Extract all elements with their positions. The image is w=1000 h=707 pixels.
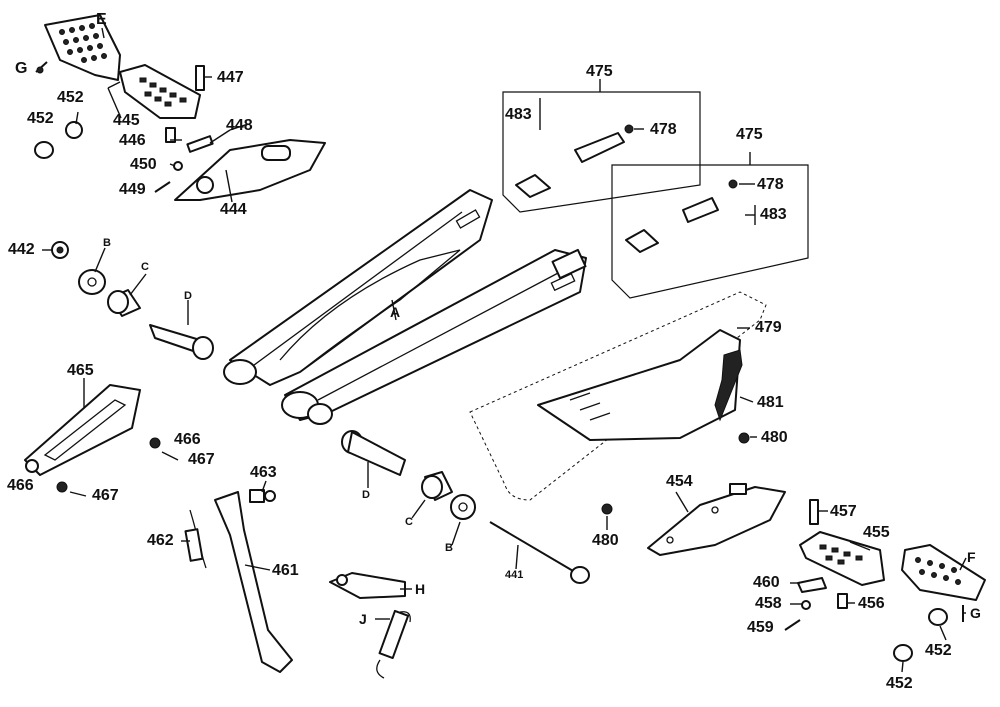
callout-G-left: G	[15, 60, 28, 77]
callout-481: 481	[757, 394, 784, 411]
callout-454: 454	[666, 473, 693, 490]
callout-445: 445	[113, 112, 140, 129]
callout-466-a: 466	[174, 431, 201, 448]
callout-467-b: 467	[92, 487, 119, 504]
callout-463: 463	[250, 464, 277, 481]
callout-442: 442	[8, 241, 35, 258]
callout-480-bottom: 480	[592, 532, 619, 549]
callout-E: E	[96, 11, 107, 28]
callout-461: 461	[272, 562, 299, 579]
callout-J: J	[359, 611, 367, 627]
side-stand-drawing	[184, 489, 293, 673]
callout-C-mid: C	[405, 516, 413, 528]
right-footrest-drawing	[784, 499, 986, 662]
callout-457: 457	[830, 503, 857, 520]
center-pivot-hardware-drawing	[341, 430, 590, 584]
callout-465: 465	[67, 362, 94, 379]
callout-455: 455	[863, 524, 890, 541]
callout-B-left: B	[103, 237, 111, 249]
callout-478-a: 478	[650, 121, 677, 138]
callout-450: 450	[130, 156, 157, 173]
callout-G-right: G	[970, 605, 981, 621]
leader-lines	[42, 27, 967, 673]
callout-483-b: 483	[760, 206, 787, 223]
callout-466-b: 466	[7, 477, 34, 494]
callout-475-a: 475	[586, 63, 613, 80]
callout-452-d: 452	[886, 675, 913, 692]
callout-458: 458	[755, 595, 782, 612]
callout-D-mid: D	[362, 489, 370, 501]
callout-456: 456	[858, 595, 885, 612]
chain-guard-drawing	[24, 384, 179, 497]
callout-449: 449	[119, 181, 146, 198]
heel-guard-drawing	[647, 483, 786, 556]
callout-447: 447	[217, 69, 244, 86]
callout-460: 460	[753, 574, 780, 591]
callout-441: 441	[505, 569, 524, 581]
callout-478-b: 478	[757, 176, 784, 193]
callout-452-b: 452	[27, 110, 54, 127]
callout-459: 459	[747, 619, 774, 636]
callout-480-right: 480	[761, 429, 788, 446]
callout-462: 462	[147, 532, 174, 549]
left-footrest-drawing	[34, 14, 326, 201]
callout-A: A	[390, 304, 401, 320]
swing-arm-drawing	[223, 189, 587, 425]
callout-446: 446	[119, 132, 146, 149]
callout-B-mid: B	[445, 542, 453, 554]
callout-444: 444	[220, 201, 247, 218]
callout-475-b: 475	[736, 126, 763, 143]
callout-F: F	[967, 549, 976, 565]
callout-D-left: D	[184, 290, 192, 302]
bracket-and-spring-drawing	[329, 572, 411, 679]
bracket-kit-boxes-drawing	[502, 91, 809, 299]
callout-452-a: 452	[57, 89, 84, 106]
callout-C-left: C	[141, 261, 149, 273]
chain-cover-drawing	[469, 291, 767, 515]
callout-479: 479	[755, 319, 782, 336]
callout-452-c: 452	[925, 642, 952, 659]
callout-483-a: 483	[505, 106, 532, 123]
callout-448: 448	[226, 117, 253, 134]
callout-H: H	[415, 581, 426, 597]
callout-467-a: 467	[188, 451, 215, 468]
